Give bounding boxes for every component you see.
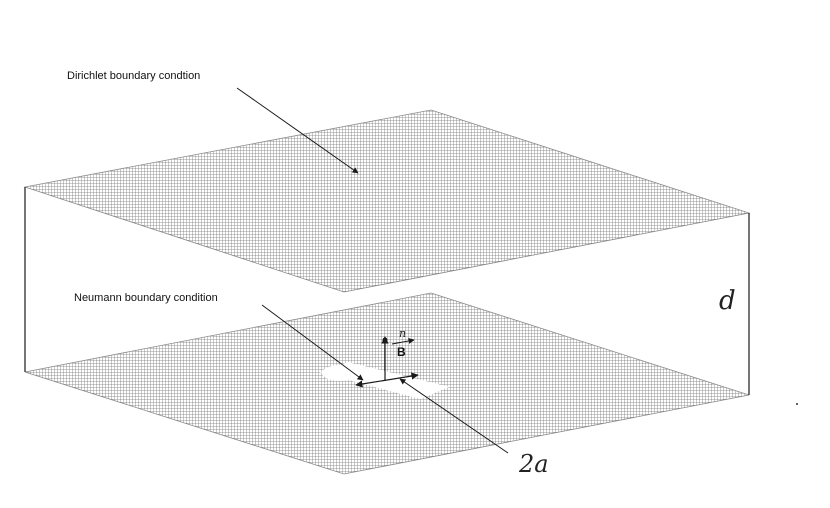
separation-label: d: [719, 286, 736, 316]
top-plate: [23, 109, 751, 293]
width-leader: [399, 378, 509, 454]
slot-hole-left: [322, 365, 358, 381]
normal-vector-origin: [382, 337, 388, 343]
neumann-leader: [261, 304, 364, 381]
slot-hole-right: [398, 382, 438, 396]
field-vector: [391, 338, 415, 345]
field-label: B: [397, 345, 406, 359]
neumann-label: Neumann boundary condition: [74, 292, 218, 304]
stray-dot: [796, 403, 798, 405]
normal-label: n: [399, 327, 407, 340]
dirichlet-label: Dirichlet boundary condtion: [67, 70, 201, 82]
width-dimension: [355, 372, 419, 388]
width-label: 2a: [519, 450, 549, 478]
dirichlet-leader: [236, 87, 359, 174]
